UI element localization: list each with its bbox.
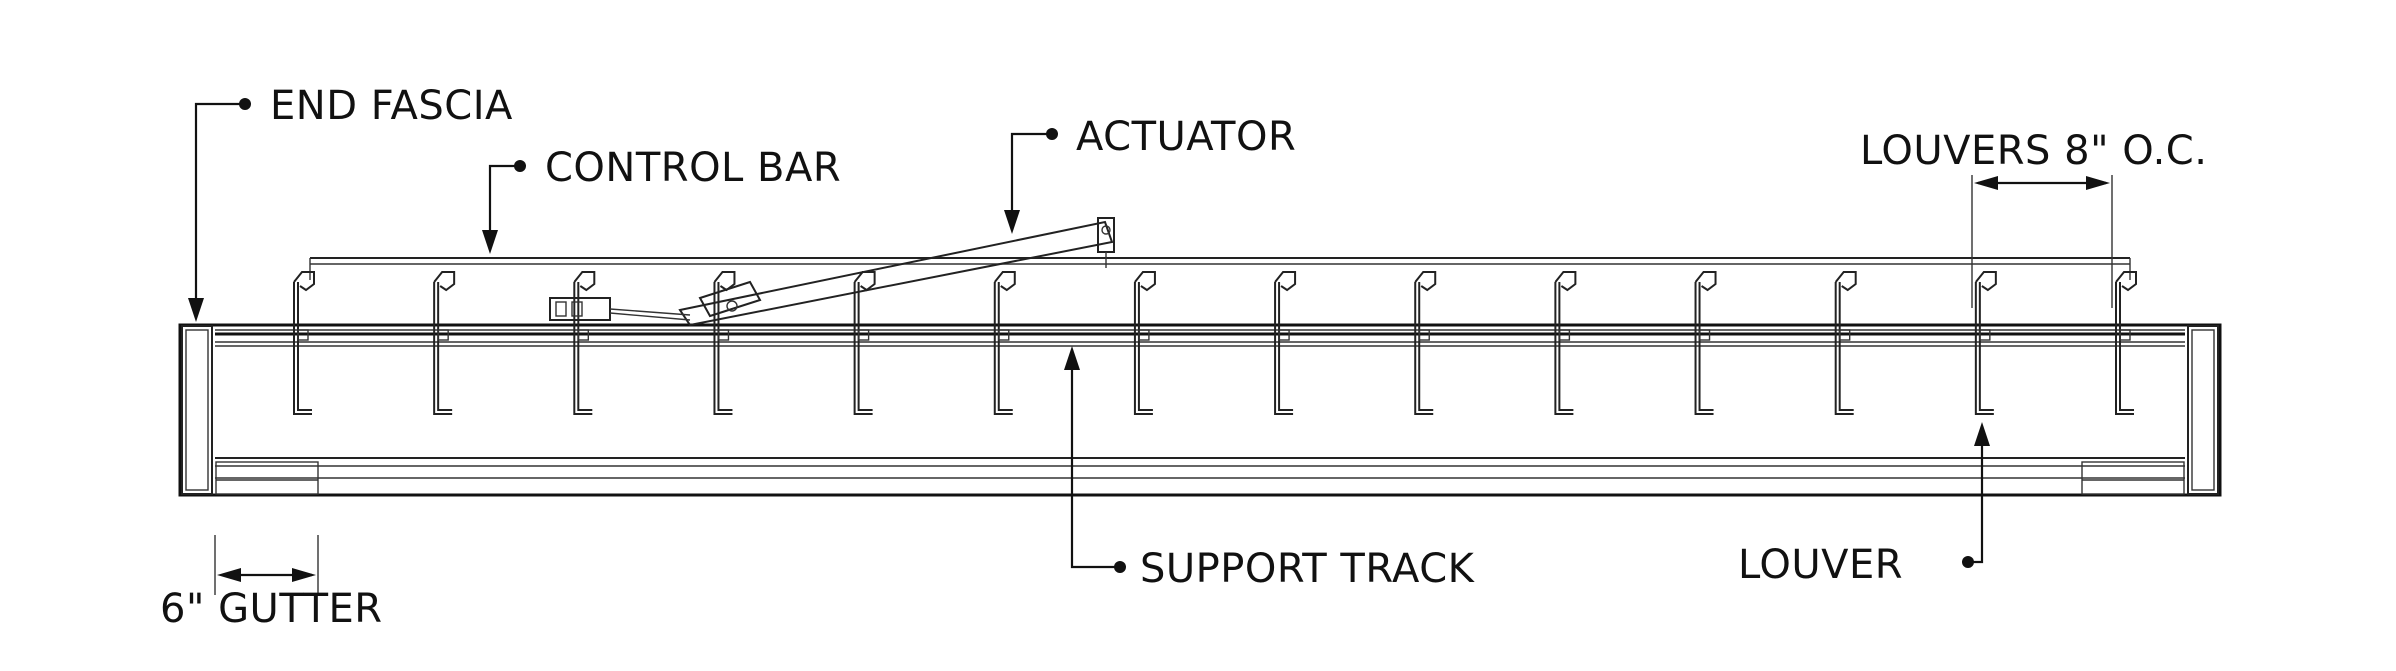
end-fascia-right [2187, 325, 2219, 495]
callout-actuator: ACTUATOR [1004, 114, 1296, 234]
callout-control-bar: CONTROL BAR [482, 145, 841, 254]
louver-blade [293, 271, 315, 415]
louver-blade [993, 271, 1016, 415]
callout-support-track: SUPPORT TRACK [1064, 346, 1476, 592]
louver-array [293, 271, 2137, 415]
label-support-track: SUPPORT TRACK [1140, 546, 1476, 592]
louver-blade [2115, 271, 2137, 415]
louver-blade [573, 271, 596, 415]
label-control-bar: CONTROL BAR [545, 145, 841, 191]
louver-blade [853, 271, 876, 415]
gutter-right [2081, 461, 2185, 495]
label-louver: LOUVER [1738, 542, 1903, 588]
louver-blade [1274, 271, 1297, 415]
callout-gutter: 6" GUTTER [160, 535, 383, 632]
louver-blade [1694, 271, 1717, 415]
label-gutter: 6" GUTTER [160, 586, 383, 632]
label-louvers-spacing: LOUVERS 8" O.C. [1860, 128, 2207, 174]
louver-blade [433, 271, 456, 415]
callout-end-fascia: END FASCIA [188, 83, 513, 322]
label-end-fascia: END FASCIA [270, 83, 513, 129]
label-actuator: ACTUATOR [1076, 114, 1296, 160]
louver-blade [1554, 271, 1577, 415]
louver-blade [1414, 271, 1437, 415]
louver-blade [1834, 271, 1857, 415]
louver-blade [1133, 271, 1156, 415]
gutter-left [215, 461, 319, 495]
end-fascia-left [181, 325, 213, 495]
callout-louvers-spacing: LOUVERS 8" O.C. [1860, 128, 2207, 308]
louver-blade [1974, 271, 1997, 415]
control-bar [309, 257, 2131, 280]
callout-louver: LOUVER [1738, 422, 1990, 588]
actuator [549, 217, 1115, 327]
main-beam [178, 323, 2222, 497]
